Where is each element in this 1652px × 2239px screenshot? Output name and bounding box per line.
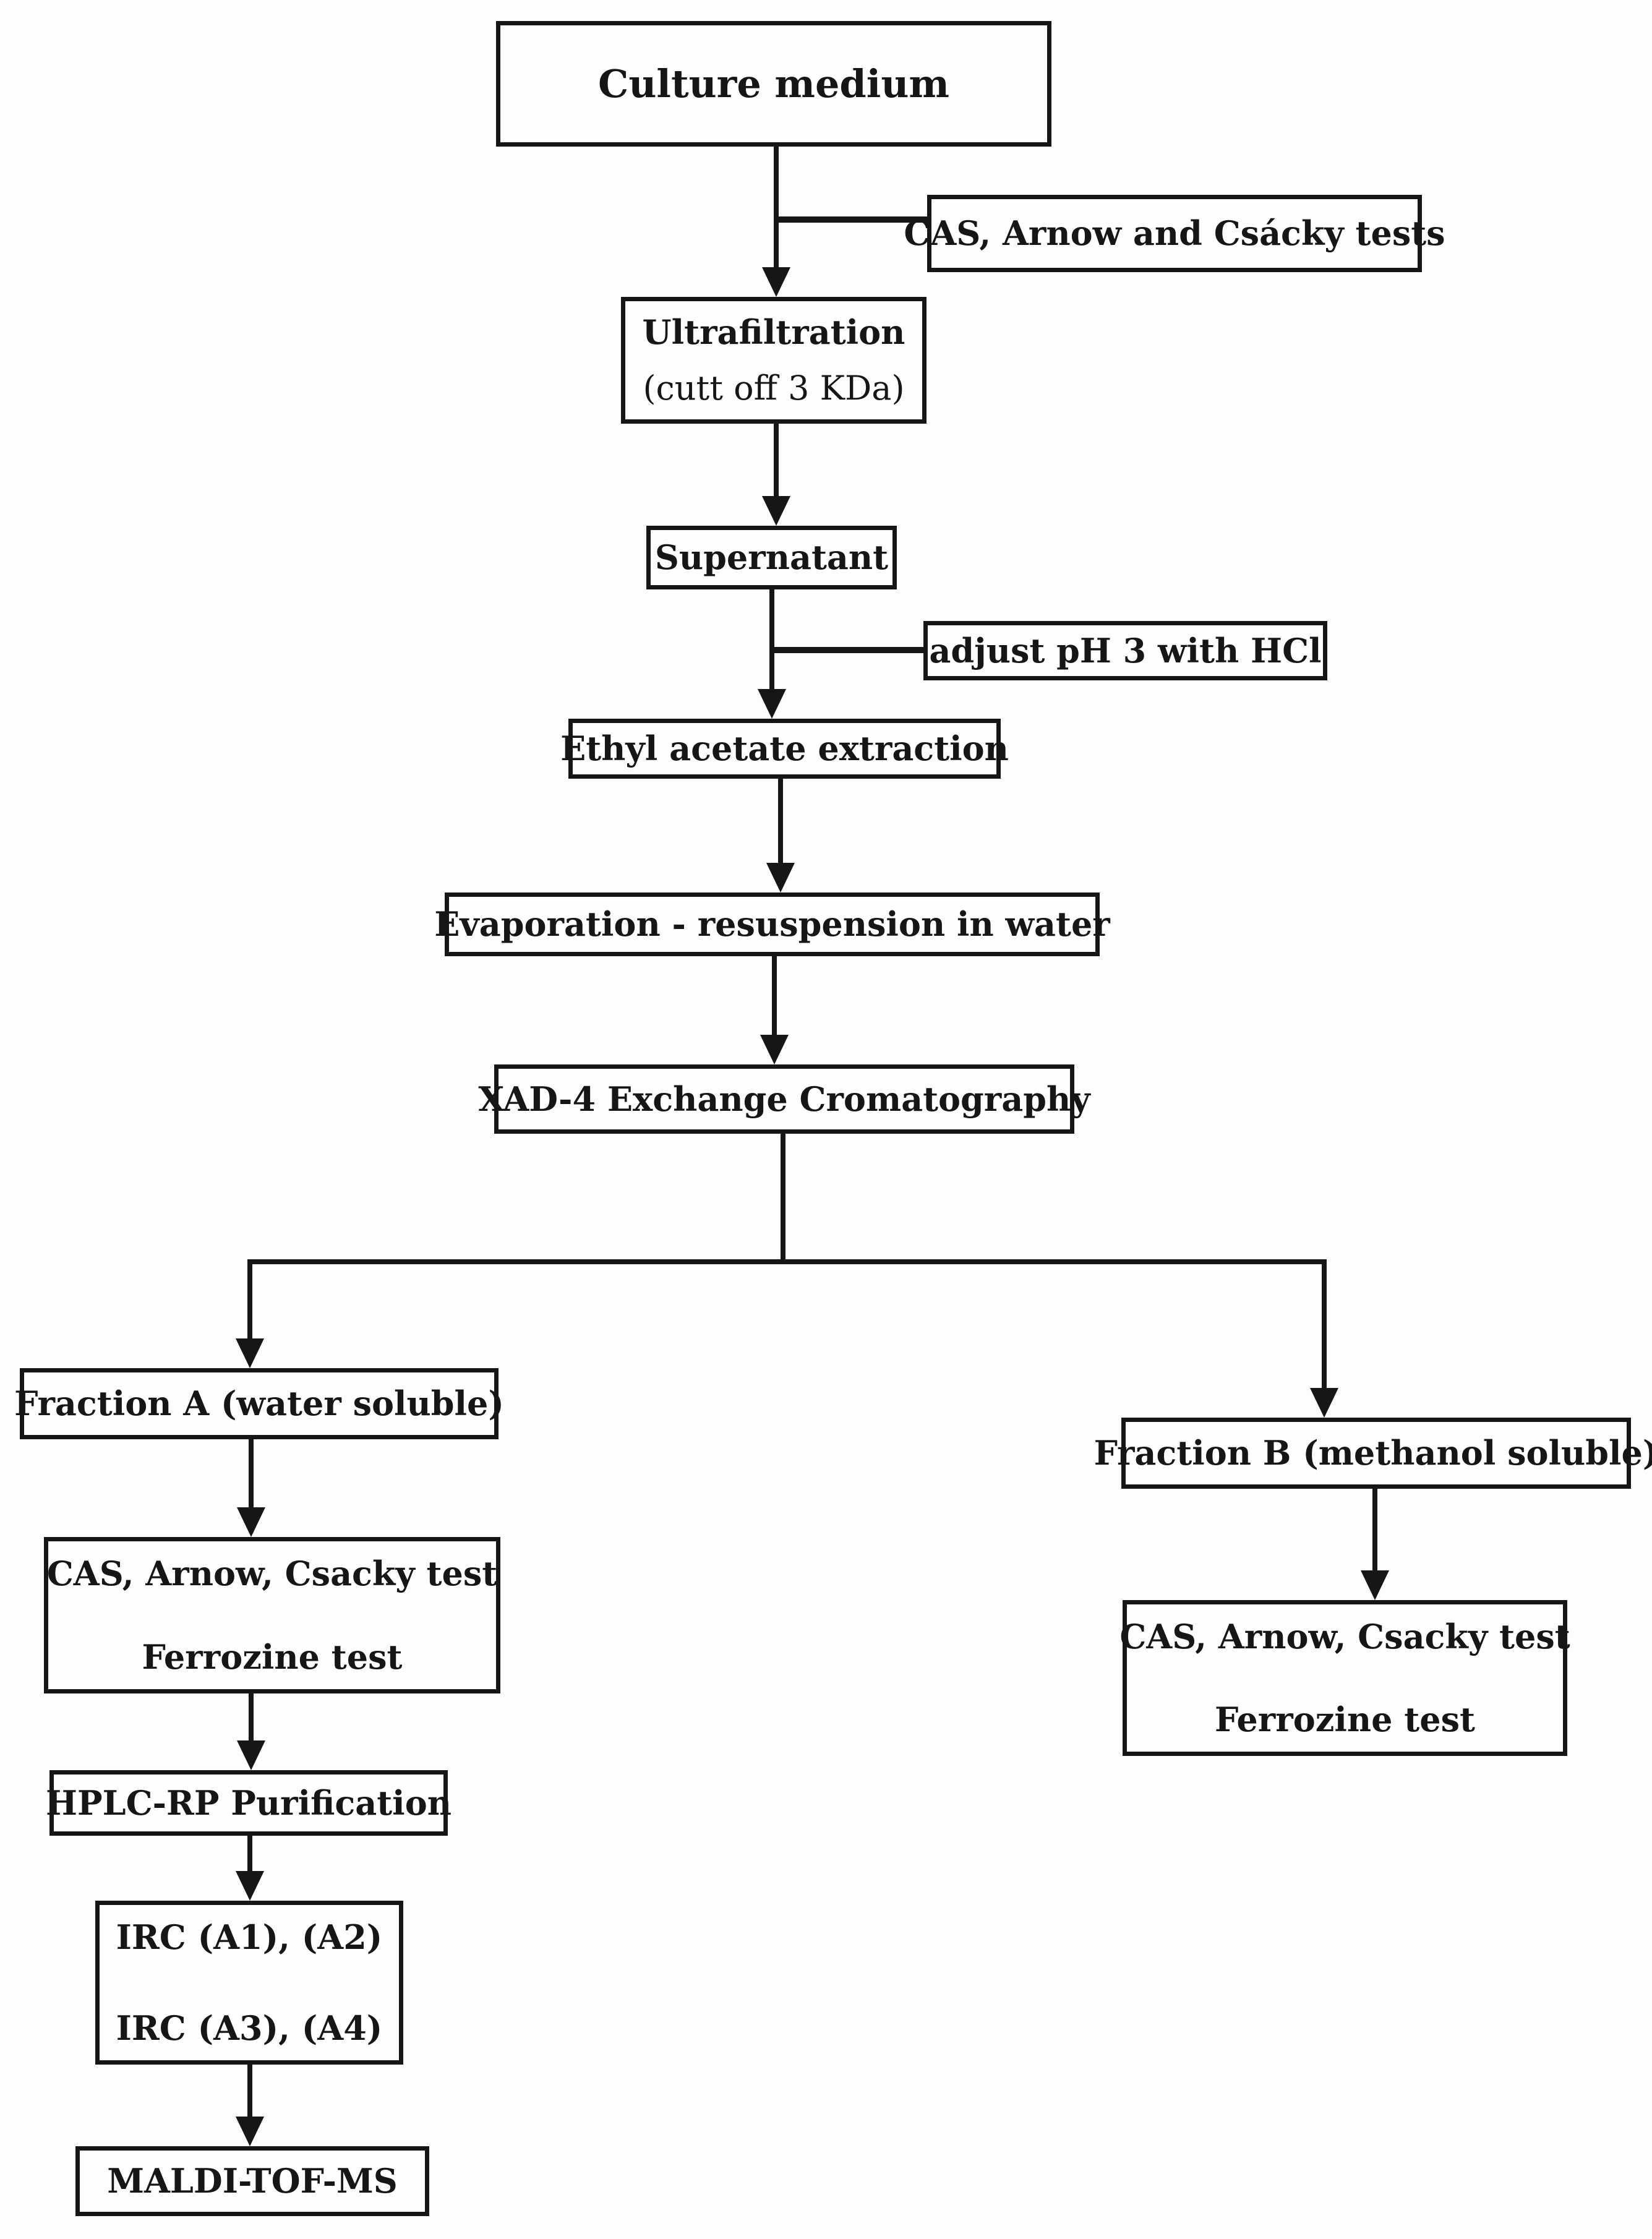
node-fraction-b: Fraction B (methanol soluble) (1094, 1418, 1652, 1489)
arrowhead-ultrafiltration-icon (762, 267, 790, 297)
arrowhead-tests-b-icon (1361, 1570, 1389, 1600)
node-sublabel: (cutt off 3 KDa) (643, 368, 905, 408)
node-label: IRC (A1), (A2) (116, 1917, 383, 1958)
node-label: MALDI-TOF-MS (107, 2161, 398, 2201)
connector-irc-to-maldi (247, 2065, 252, 2120)
node-cas-ferrozine-tests-a: CAS, Arnow, Csacky test Ferrozine test (44, 1537, 500, 1693)
node-fraction-a: Fraction A (water soluble) (14, 1368, 504, 1439)
connector-tap-to-cas-tests (776, 216, 927, 223)
node-supernatant: Supernatant (646, 526, 897, 589)
arrowhead-ethyl-acetate-icon (758, 689, 786, 719)
node-ultrafiltration: Ultrafiltration (cutt off 3 KDa) (621, 297, 927, 424)
connector-tap-to-adjust-ph (772, 647, 923, 653)
node-label: adjust pH 3 with HCl (929, 630, 1322, 670)
branch-split-line (250, 1259, 1327, 1264)
arrowhead-tests-a-icon (237, 1507, 265, 1537)
node-label: CAS, Arnow and Csácky tests (904, 213, 1445, 254)
node-label: Fraction A (water soluble) (14, 1384, 504, 1424)
connector-branch-to-fraction-b (1322, 1259, 1327, 1392)
connector-fraction-b-to-tests (1372, 1489, 1377, 1574)
connector-hplc-to-irc (247, 1836, 252, 1875)
node-label: XAD-4 Exchange Cromatography (478, 1079, 1090, 1119)
node-label: HPLC-RP Purification (46, 1783, 452, 1823)
node-label: Supernatant (654, 537, 889, 578)
node-label: CAS, Arnow, Csacky test (1119, 1616, 1570, 1656)
arrowhead-fraction-a-icon (236, 1338, 264, 1368)
connector-branch-to-fraction-a (247, 1259, 252, 1342)
node-label: Fraction B (methanol soluble) (1093, 1433, 1652, 1473)
connector-supernatant-to-ethyl (769, 589, 774, 691)
arrowhead-hplc-icon (237, 1740, 265, 1770)
node-label: Culture medium (597, 61, 950, 106)
node-culture-medium: Culture medium (496, 21, 1051, 147)
arrowhead-xad4-icon (760, 1035, 789, 1064)
connector-culture-to-ultrafiltration (774, 147, 779, 270)
node-irc-fractions: IRC (A1), (A2) IRC (A3), (A4) (95, 1901, 403, 2065)
connector-ultrafiltration-to-supernatant (774, 424, 779, 499)
node-label: Ethyl acetate extraction (560, 729, 1009, 769)
node-cas-arnow-csacky-tests: CAS, Arnow and Csácky tests (904, 195, 1445, 272)
node-label: Evaporation - resuspension in water (434, 904, 1110, 944)
node-label: Ultrafiltration (642, 312, 905, 353)
connector-fraction-a-to-tests (249, 1439, 254, 1511)
node-cas-ferrozine-tests-b: CAS, Arnow, Csacky test Ferrozine test (1119, 1600, 1570, 1756)
connector-xad4-to-branch (781, 1134, 785, 1264)
node-adjust-ph: adjust pH 3 with HCl (923, 621, 1327, 680)
arrowhead-irc-icon (236, 1871, 264, 1901)
connector-evaporation-to-xad4 (772, 956, 777, 1037)
node-ethyl-acetate-extraction: Ethyl acetate extraction (560, 719, 1009, 779)
arrowhead-fraction-b-icon (1310, 1388, 1338, 1418)
connector-tests-a-to-hplc (249, 1693, 254, 1744)
node-maldi-tof-ms: MALDI-TOF-MS (75, 2146, 429, 2216)
node-hplc-rp-purification: HPLC-RP Purification (46, 1770, 452, 1836)
arrowhead-maldi-icon (236, 2117, 264, 2146)
node-label: CAS, Arnow, Csacky test (46, 1554, 498, 1594)
arrowhead-supernatant-icon (762, 496, 790, 526)
node-xad4-exchange-cromatography: XAD-4 Exchange Cromatography (478, 1064, 1090, 1134)
arrowhead-evaporation-icon (766, 863, 795, 893)
node-sublabel: Ferrozine test (1215, 1700, 1475, 1739)
connector-ethyl-to-evaporation (778, 779, 783, 865)
node-evaporation-resuspension: Evaporation - resuspension in water (434, 893, 1110, 956)
node-sublabel: Ferrozine test (142, 1637, 403, 1677)
node-sublabel: IRC (A3), (A4) (116, 2008, 383, 2048)
